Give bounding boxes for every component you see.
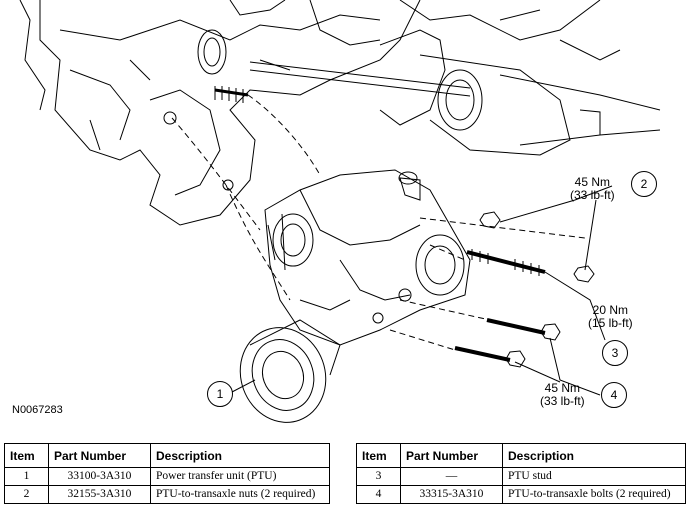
header-part-number: Part Number bbox=[400, 443, 503, 468]
cell-description: PTU-to-transaxle nuts (2 required) bbox=[150, 485, 330, 504]
callout-2-torque-lbft: (33 lb-ft) bbox=[570, 188, 615, 202]
cell-item: 1 bbox=[4, 467, 49, 486]
callout-2-torque-nm: 45 Nm bbox=[574, 175, 611, 189]
cell-item: 3 bbox=[356, 467, 401, 486]
fasteners-drawing bbox=[214, 86, 595, 368]
header-item: Item bbox=[4, 443, 49, 468]
callout-3-torque: 20 Nm (15 lb-ft) bbox=[588, 304, 633, 330]
header-description: Description bbox=[150, 443, 330, 468]
cell-description: PTU stud bbox=[502, 467, 686, 486]
figure-id: N0067283 bbox=[12, 404, 63, 416]
cell-part-number: 32155-3A310 bbox=[48, 485, 151, 504]
alignment-lines bbox=[171, 94, 586, 351]
cell-part-number: 33100-3A310 bbox=[48, 467, 151, 486]
table-header-row: Item Part Number Description bbox=[356, 443, 686, 468]
cell-item: 2 bbox=[4, 485, 49, 504]
callout-4-torque-nm: 45 Nm bbox=[544, 381, 581, 395]
table-row: 2 32155-3A310 PTU-to-transaxle nuts (2 r… bbox=[4, 485, 330, 504]
callout-2-torque: 45 Nm (33 lb-ft) bbox=[570, 176, 615, 202]
callout-3-torque-lbft: (15 lb-ft) bbox=[588, 316, 633, 330]
callout-3-torque-nm: 20 Nm bbox=[592, 303, 629, 317]
cell-description: PTU-to-transaxle bolts (2 required) bbox=[502, 485, 686, 504]
ptu-drawing bbox=[264, 169, 471, 346]
header-item: Item bbox=[356, 443, 401, 468]
table-header-row: Item Part Number Description bbox=[4, 443, 330, 468]
callout-4-torque: 45 Nm (33 lb-ft) bbox=[540, 382, 585, 408]
ptu-flange-drawing bbox=[239, 319, 341, 423]
header-description: Description bbox=[502, 443, 686, 468]
parts-table-left: Item Part Number Description 1 33100-3A3… bbox=[4, 443, 330, 504]
cell-description: Power transfer unit (PTU) bbox=[150, 467, 330, 486]
callout-1: 1 bbox=[207, 381, 233, 407]
parts-table-right: Item Part Number Description 3 — PTU stu… bbox=[356, 443, 686, 504]
table-row: 3 — PTU stud bbox=[356, 467, 686, 486]
callout-3: 3 bbox=[602, 340, 628, 366]
ptu-exploded-illustration bbox=[19, 0, 661, 423]
callout-4-torque-lbft: (33 lb-ft) bbox=[540, 394, 585, 408]
cell-item: 4 bbox=[356, 485, 401, 504]
halfshaft-drawing bbox=[249, 0, 661, 156]
transaxle-housing-drawing bbox=[19, 0, 421, 226]
callout-2: 2 bbox=[631, 171, 657, 197]
table-row: 4 33315-3A310 PTU-to-transaxle bolts (2 … bbox=[356, 485, 686, 504]
leader-lines bbox=[231, 185, 613, 396]
header-part-number: Part Number bbox=[48, 443, 151, 468]
table-row: 1 33100-3A310 Power transfer unit (PTU) bbox=[4, 467, 330, 486]
cell-part-number: 33315-3A310 bbox=[400, 485, 503, 504]
cell-part-number: — bbox=[400, 467, 503, 486]
callout-4: 4 bbox=[601, 382, 627, 408]
